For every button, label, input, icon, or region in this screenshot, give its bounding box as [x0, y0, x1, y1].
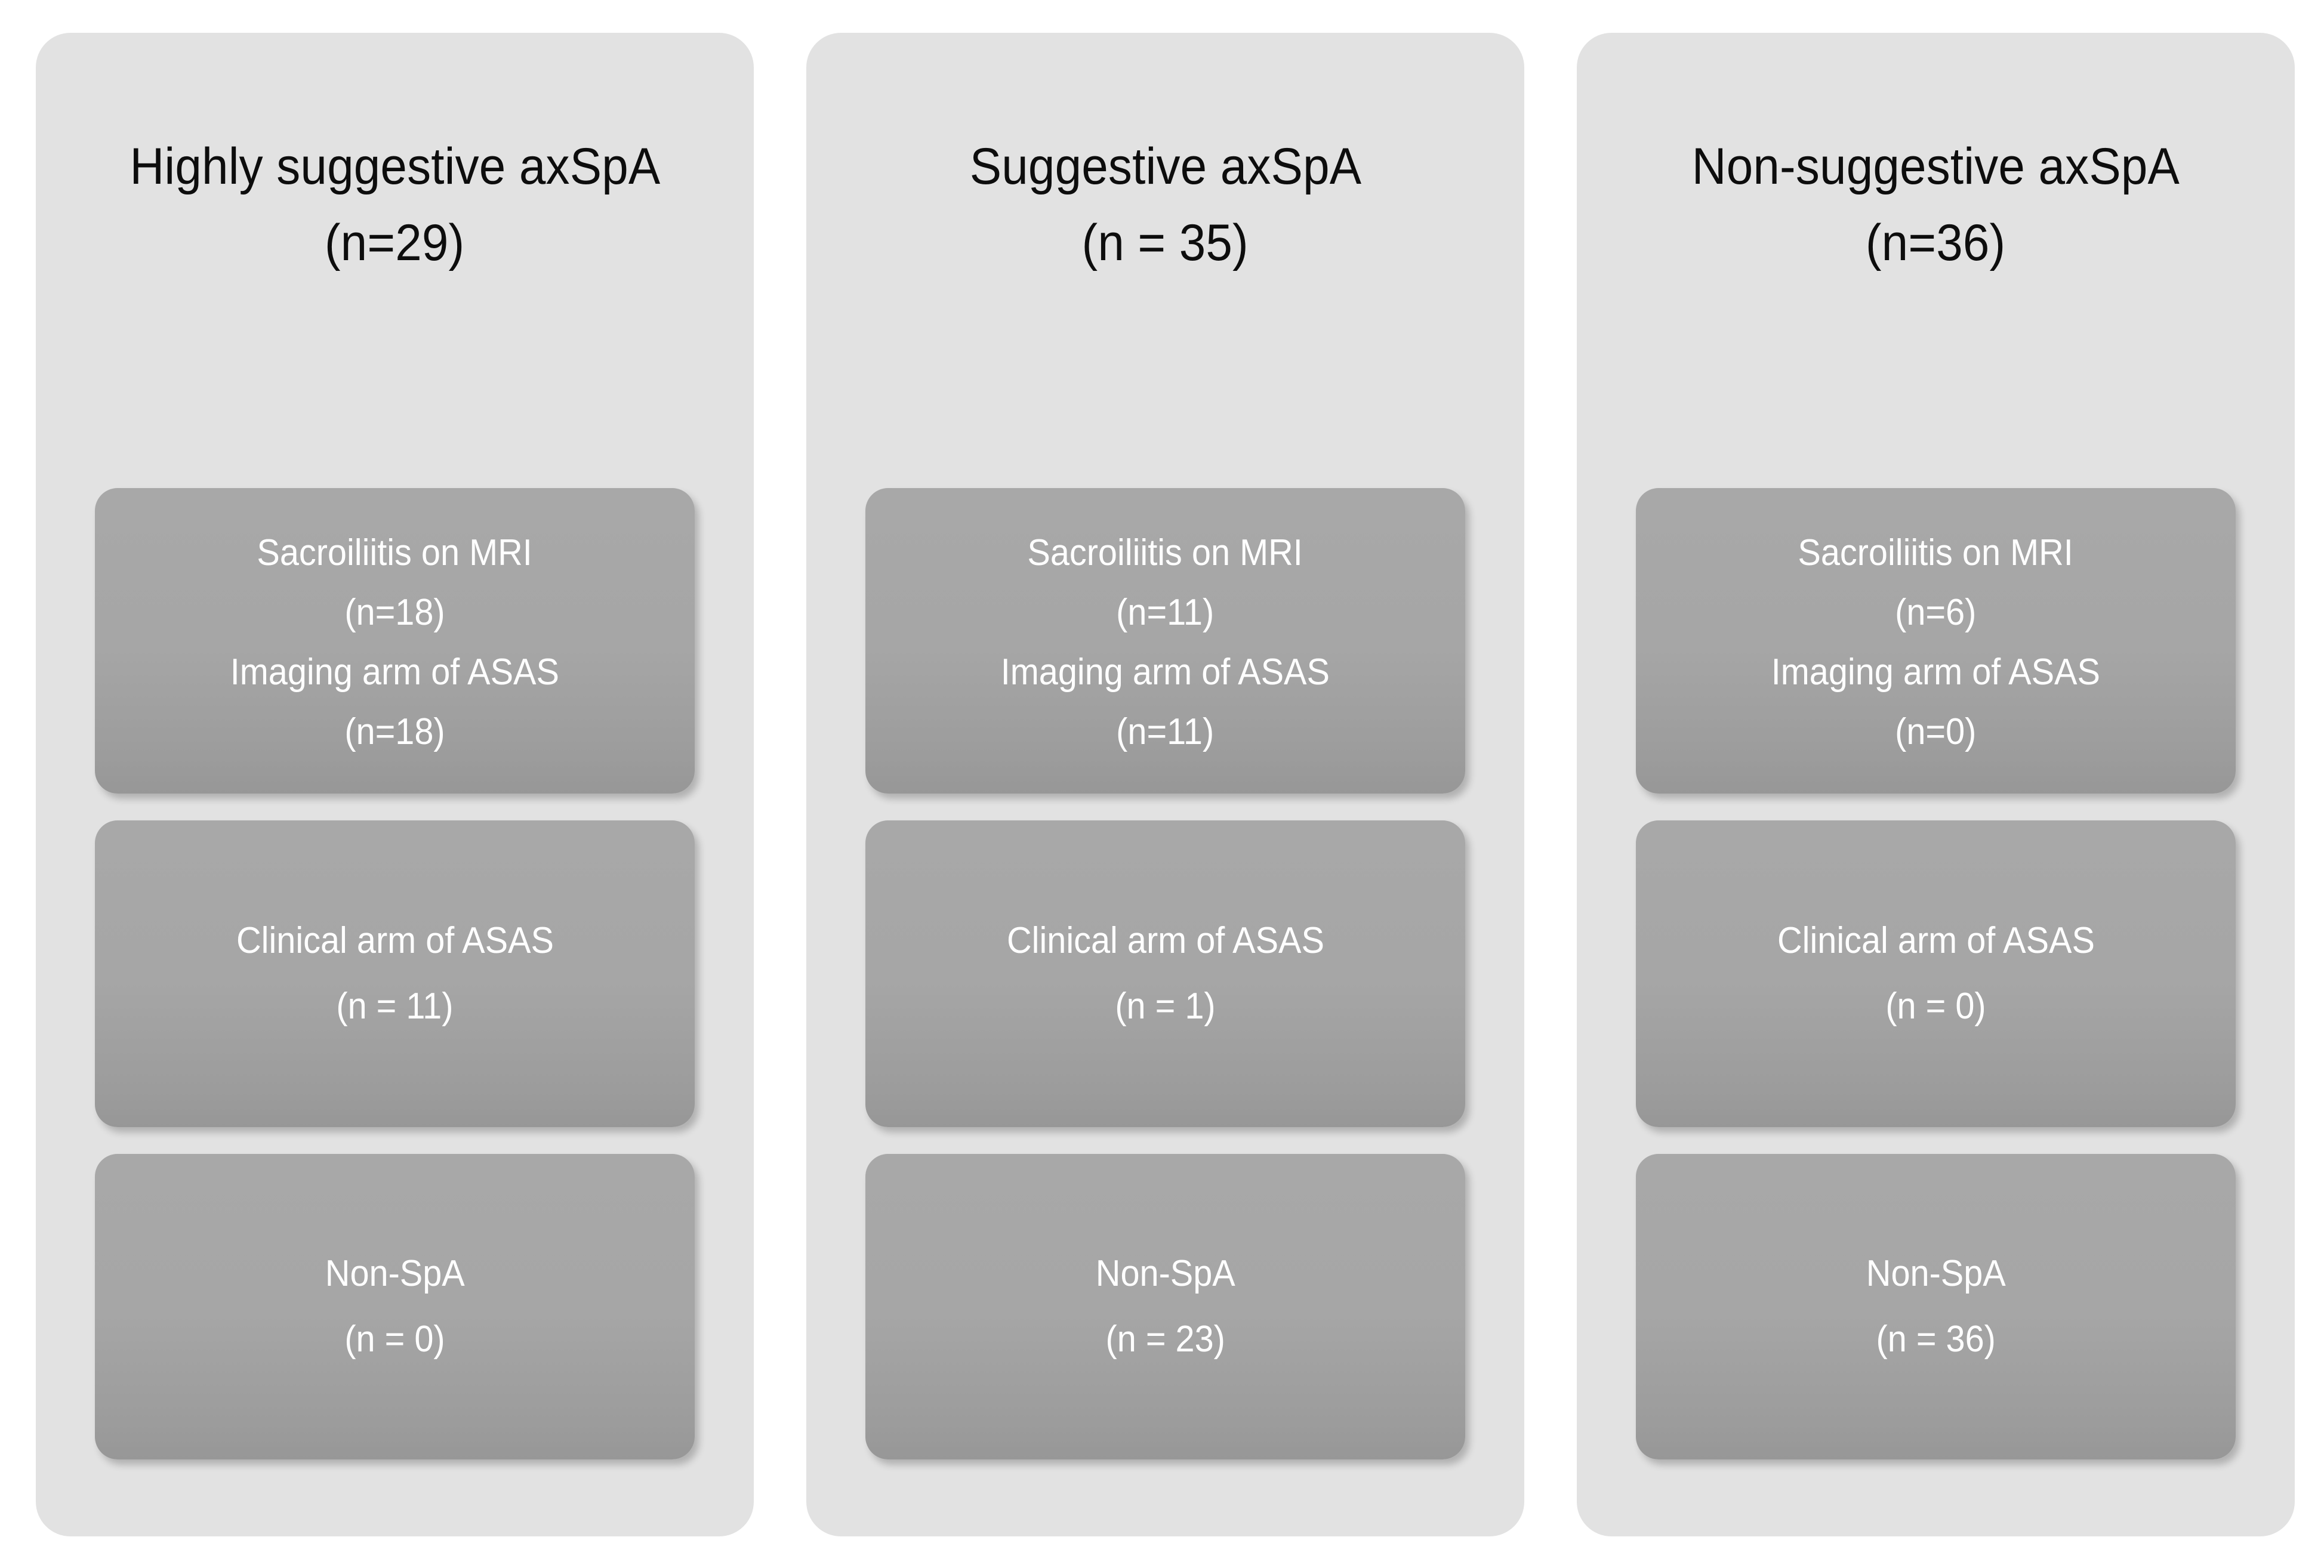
box-line: Clinical arm of ASAS [236, 920, 554, 961]
box-non-spa: Non-SpA (n = 36) [1636, 1154, 2236, 1459]
column-non-suggestive: Non-suggestive axSpA (n=36) Sacroiliitis… [1577, 33, 2295, 1536]
box-sacroiliitis-mri: Sacroiliitis on MRI (n=6) Imaging arm of… [1636, 488, 2236, 794]
box-line: (n = 0) [1885, 986, 1986, 1027]
box-sacroiliitis-mri: Sacroiliitis on MRI (n=11) Imaging arm o… [865, 488, 1465, 794]
box-clinical-arm-asas: Clinical arm of ASAS (n = 1) [865, 820, 1465, 1127]
box-line: (n = 0) [344, 1319, 445, 1360]
box-line: (n = 36) [1876, 1319, 1996, 1360]
column-header: Highly suggestive axSpA (n=29) [36, 33, 754, 488]
column-boxes: Sacroiliitis on MRI (n=6) Imaging arm of… [1577, 488, 2295, 1459]
box-line: (n=6) [1895, 592, 1977, 633]
box-line: Sacroiliitis on MRI [1798, 532, 2074, 573]
column-title: Suggestive axSpA [969, 138, 1361, 195]
box-line: Imaging arm of ASAS [230, 652, 560, 693]
box-line: Imaging arm of ASAS [1000, 652, 1330, 693]
box-line: Non-SpA [325, 1253, 465, 1294]
box-line: Non-SpA [1095, 1253, 1235, 1294]
box-non-spa: Non-SpA (n = 0) [95, 1154, 695, 1459]
column-highly-suggestive: Highly suggestive axSpA (n=29) Sacroilii… [36, 33, 754, 1536]
box-line: (n=0) [1895, 711, 1977, 752]
column-count: (n = 35) [1081, 214, 1249, 271]
box-line: (n = 23) [1105, 1319, 1225, 1360]
box-line: Imaging arm of ASAS [1771, 652, 2101, 693]
box-clinical-arm-asas: Clinical arm of ASAS (n = 11) [95, 820, 695, 1127]
column-boxes: Sacroiliitis on MRI (n=11) Imaging arm o… [806, 488, 1524, 1459]
column-title: Highly suggestive axSpA [130, 138, 660, 195]
column-count: (n=36) [1866, 214, 2006, 271]
column-header: Non-suggestive axSpA (n=36) [1577, 33, 2295, 488]
box-line: Sacroiliitis on MRI [257, 532, 533, 573]
box-line: (n=11) [1116, 711, 1215, 752]
box-line: Non-SpA [1866, 1253, 2006, 1294]
column-header: Suggestive axSpA (n = 35) [806, 33, 1524, 488]
box-line: Clinical arm of ASAS [1006, 920, 1324, 961]
column-boxes: Sacroiliitis on MRI (n=18) Imaging arm o… [36, 488, 754, 1459]
box-line: (n=11) [1116, 592, 1215, 633]
column-title: Non-suggestive axSpA [1691, 138, 2180, 195]
box-line: Clinical arm of ASAS [1777, 920, 2095, 961]
column-count: (n=29) [325, 214, 465, 271]
box-line: (n = 1) [1115, 986, 1216, 1027]
box-clinical-arm-asas: Clinical arm of ASAS (n = 0) [1636, 820, 2236, 1127]
box-sacroiliitis-mri: Sacroiliitis on MRI (n=18) Imaging arm o… [95, 488, 695, 794]
box-line: Sacroiliitis on MRI [1027, 532, 1303, 573]
box-non-spa: Non-SpA (n = 23) [865, 1154, 1465, 1459]
box-line: (n=18) [344, 711, 445, 752]
box-line: (n = 11) [336, 986, 454, 1027]
box-line: (n=18) [344, 592, 445, 633]
column-suggestive: Suggestive axSpA (n = 35) Sacroiliitis o… [806, 33, 1524, 1536]
